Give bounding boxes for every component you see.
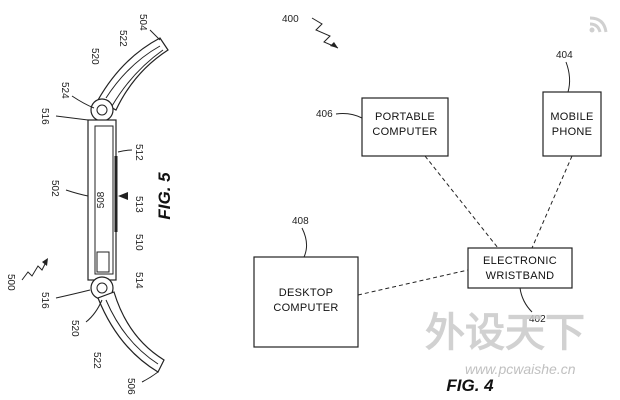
- ref-516-top-leader: [55, 115, 89, 121]
- watermark: 外设天下 www.pcwaishe.cn: [425, 16, 608, 377]
- ref-404-leader: [565, 61, 571, 93]
- fig5-diagram: 508 504 522 520 524 516 512 502 513 510 …: [5, 14, 174, 395]
- ref-516-top-label: 516: [39, 108, 50, 125]
- ref-510-label: 510: [133, 234, 144, 251]
- wristband-line2: WRISTBAND: [486, 270, 555, 282]
- mobile-line2: PHONE: [552, 126, 593, 138]
- ref-506-leader: [141, 371, 159, 383]
- ref-400-label: 400: [282, 14, 299, 25]
- rss-arc-inner-icon: [589, 22, 602, 33]
- desktop-line1: DESKTOP: [279, 287, 333, 299]
- rss-dot-icon: [589, 27, 595, 33]
- upper-hinge: [90, 98, 114, 122]
- ref-504-label: 504: [137, 14, 148, 31]
- ref-504-leader: [149, 29, 161, 41]
- ref-520-top-label: 520: [89, 48, 100, 65]
- ref-408-leader: [301, 227, 308, 258]
- ref-513-arrow: [118, 192, 128, 200]
- watermark-logo-text: 外设天下: [425, 310, 585, 356]
- link-portable-wristband: [424, 155, 499, 249]
- ref-508-label: 508: [96, 191, 107, 208]
- ref-520-bottom-leader: [85, 299, 103, 323]
- ref-402-leader: [519, 287, 533, 313]
- ref-406-leader: [335, 113, 363, 119]
- lower-hinge-pin: [96, 282, 108, 294]
- portable-computer-box: [361, 97, 449, 157]
- link-mobile-wristband: [531, 155, 573, 249]
- fig5-caption: FIG. 5: [155, 172, 174, 220]
- watermark-url: www.pcwaishe.cn: [465, 361, 576, 377]
- ref-522-top-label: 522: [117, 30, 128, 47]
- ref-512-leader: [117, 149, 133, 153]
- ref-502-leader: [65, 189, 89, 197]
- ref-500-label: 500: [5, 274, 16, 291]
- ref-408-label: 408: [292, 216, 309, 227]
- desktop-line2: COMPUTER: [273, 302, 338, 314]
- rss-arc-outer-icon: [589, 16, 608, 33]
- fig4-caption: FIG. 4: [446, 376, 494, 395]
- ref-522-bottom-label: 522: [91, 352, 102, 369]
- device-inner-panel: [94, 125, 114, 275]
- electronic-wristband-box: [467, 247, 573, 289]
- ref-513-label: 513: [133, 196, 144, 213]
- ref-500-arrowhead: [42, 258, 48, 266]
- ref-514-label: 514: [133, 272, 144, 289]
- lower-band: [97, 291, 165, 373]
- lower-band-inner-line: [105, 299, 159, 365]
- ref-516-bottom-leader: [55, 289, 91, 299]
- ref-500-squiggle: [21, 261, 47, 281]
- ref-502-label: 502: [49, 180, 60, 197]
- ref-400-arrowhead: [330, 42, 338, 48]
- ref-524-leader: [71, 95, 95, 109]
- ref-402-label: 402: [529, 314, 546, 325]
- ref-512-label: 512: [133, 144, 144, 161]
- ref-524-label: 524: [59, 82, 70, 99]
- upper-band-inner-line-2: [111, 49, 164, 107]
- device-body: [87, 119, 117, 281]
- ref-520-bottom-label: 520: [69, 320, 80, 337]
- mobile-phone-box: [542, 91, 602, 157]
- link-desktop-wristband: [357, 269, 469, 296]
- upper-band: [97, 37, 169, 111]
- ref-506-label: 506: [125, 378, 136, 395]
- portable-line1: PORTABLE: [375, 111, 435, 123]
- device-lower-module: [96, 251, 110, 273]
- ref-516-bottom-label: 516: [39, 292, 50, 309]
- wristband-line1: ELECTRONIC: [483, 255, 557, 267]
- ref-406-label: 406: [316, 109, 333, 120]
- mobile-line1: MOBILE: [550, 111, 593, 123]
- ref-400-squiggle: [311, 17, 339, 49]
- upper-band-inner-line: [105, 45, 161, 99]
- fig4-diagram: 400 PORTABLE COMPUTER 406 MOBILE PHONE 4…: [253, 14, 602, 395]
- upper-hinge-pin: [96, 104, 108, 116]
- desktop-computer-box: [253, 256, 359, 348]
- portable-line2: COMPUTER: [372, 126, 437, 138]
- ref-404-label: 404: [556, 50, 573, 61]
